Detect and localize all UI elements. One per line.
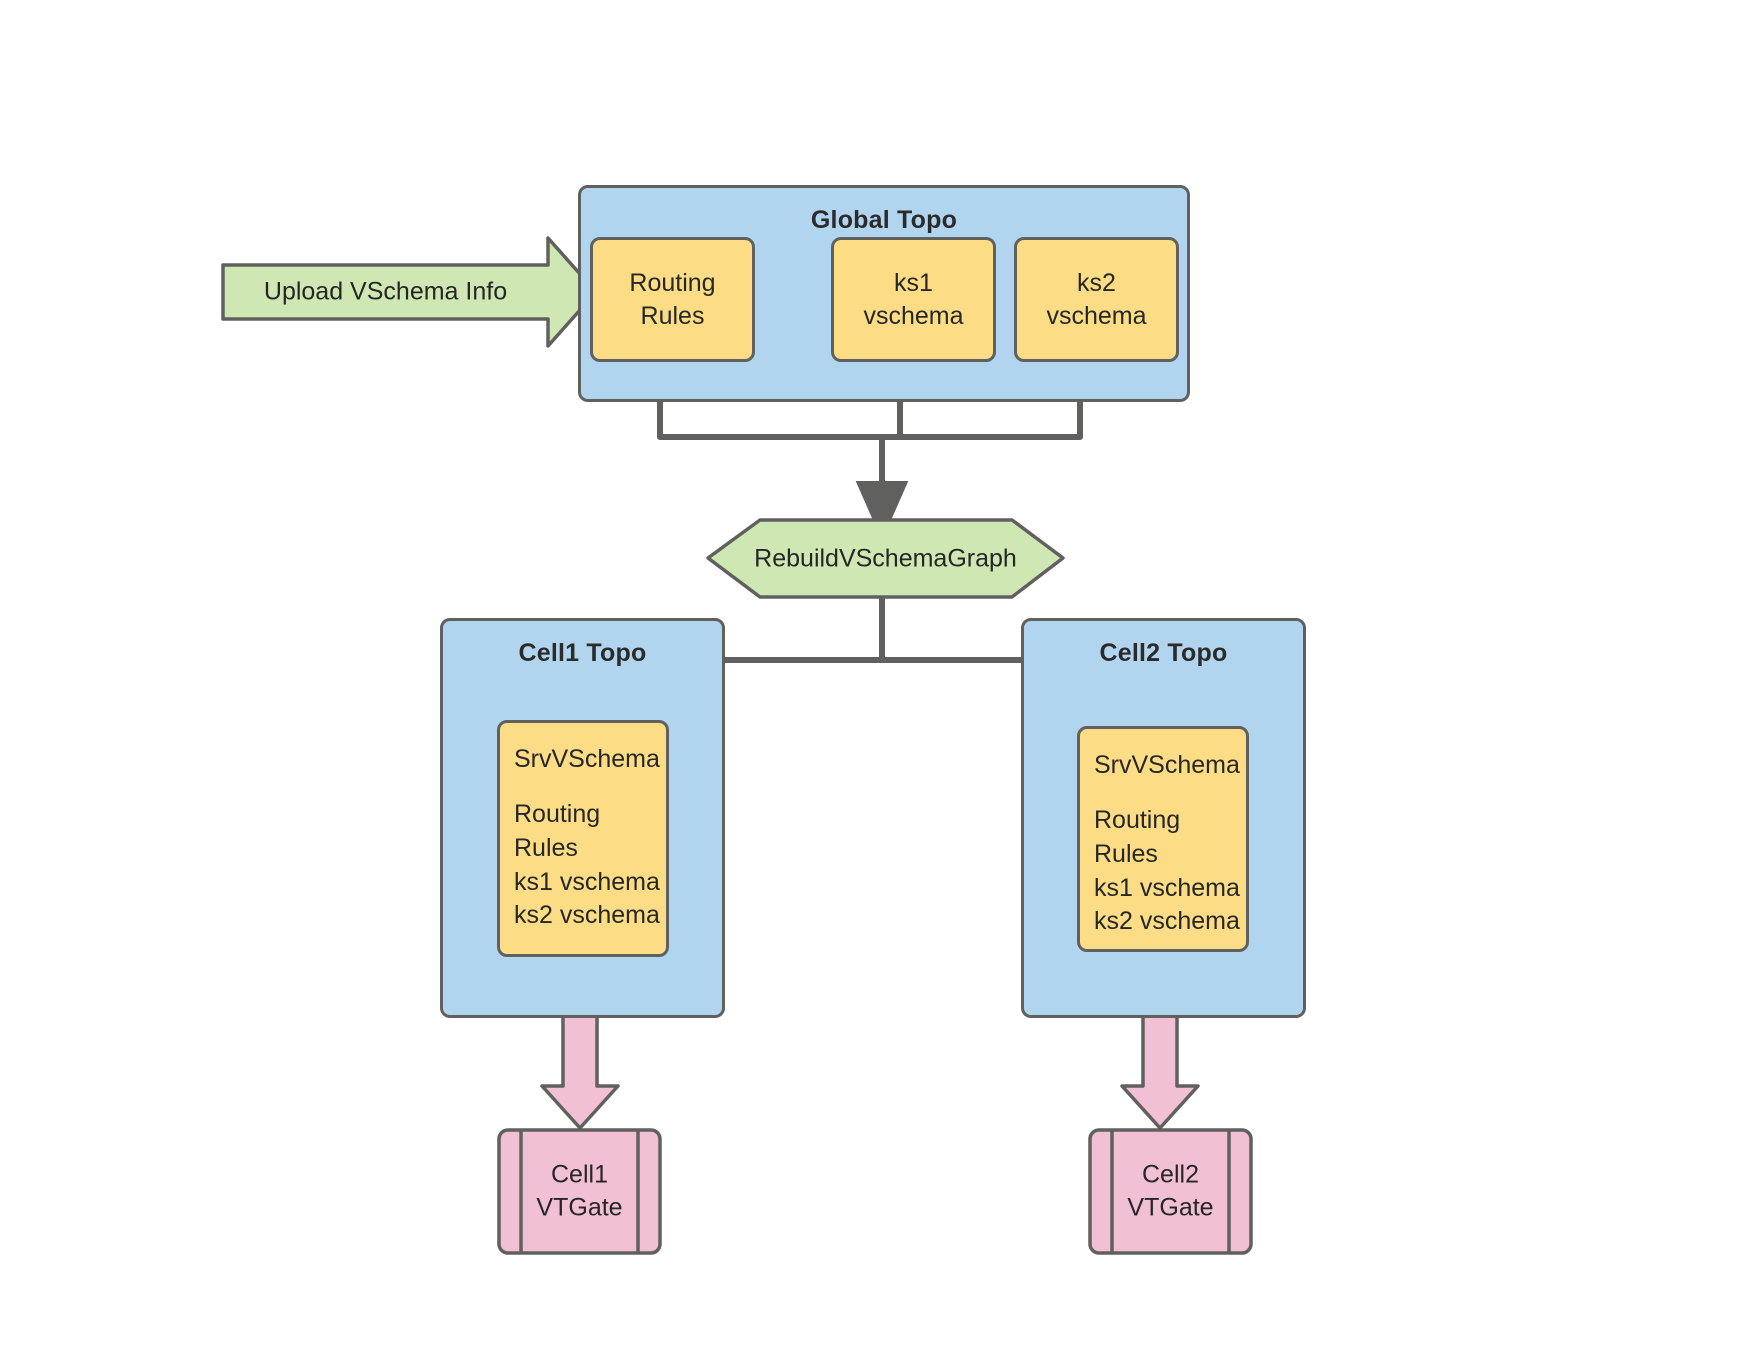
ks2-vschema-line1: ks2: [1077, 268, 1116, 297]
cell1-srvvschema-box[interactable]: SrvVSchema Routing Rules ks1 vschema ks2…: [497, 720, 669, 957]
ks2-vschema-box[interactable]: ks2 vschema: [1014, 237, 1179, 362]
cell1-srvvschema-title: SrvVSchema: [514, 745, 660, 773]
cell1-vtgate-label-group: Cell1 VTGate: [497, 1158, 662, 1226]
cell1-vtgate-node[interactable]: Cell1 VTGate: [497, 1128, 662, 1255]
ks1-vschema-box[interactable]: ks1 vschema: [831, 237, 996, 362]
cell1-topo-title: Cell1 Topo: [518, 639, 647, 667]
cell1-srvvschema-spacer: [514, 772, 666, 798]
cell2-topo-title: Cell2 Topo: [1099, 639, 1228, 667]
ks2-vschema-line2: vschema: [1046, 301, 1147, 330]
routing-rules-box[interactable]: Routing Rules: [590, 237, 755, 362]
cell1-srvvschema-line-1: Routing Rules: [514, 800, 601, 862]
cell2-srvvschema-line-3: ks2 vschema: [1094, 907, 1240, 936]
cell2-srvvschema-spacer: [1094, 778, 1246, 804]
cell2-vtgate-line1: Cell2: [1142, 1159, 1199, 1188]
cell1-srvvschema-line-2: ks1 vschema: [514, 867, 660, 896]
cell2-srvvschema-line-1: Routing Rules: [1094, 806, 1181, 868]
cell1-srvvschema-line-3: ks2 vschema: [514, 901, 660, 930]
cell2-vtgate-label-group: Cell2 VTGate: [1088, 1158, 1253, 1226]
cell2-vtgate-line2: VTGate: [1127, 1193, 1214, 1222]
upload-vschema-label: Upload VSchema Info: [263, 277, 508, 306]
upload-vschema-action[interactable]: Upload VSchema Info: [223, 265, 548, 319]
cell1-vtgate-line1: Cell1: [551, 1159, 608, 1188]
ks1-vschema-line2: vschema: [863, 301, 964, 330]
cell2-srvvschema-line-2: ks1 vschema: [1094, 873, 1240, 902]
cell2-srvvschema-box[interactable]: SrvVSchema Routing Rules ks1 vschema ks2…: [1077, 726, 1249, 952]
routing-rules-line1: Routing: [629, 268, 716, 297]
cell1-vtgate-shape: [497, 1128, 662, 1255]
cell1-vtgate-line2: VTGate: [536, 1193, 623, 1222]
global-topo-title: Global Topo: [810, 206, 958, 234]
cell2-vtgate-shape: [1088, 1128, 1253, 1255]
ks1-vschema-line1: ks1: [894, 268, 933, 297]
rebuild-vschema-graph-action[interactable]: RebuildVSchemaGraph: [708, 520, 1063, 598]
routing-rules-line2: Rules: [640, 301, 705, 330]
cell2-vtgate-node[interactable]: Cell2 VTGate: [1088, 1128, 1253, 1255]
rebuild-vschema-graph-label: RebuildVSchemaGraph: [754, 544, 1017, 573]
cell2-srvvschema-title: SrvVSchema: [1094, 751, 1240, 779]
